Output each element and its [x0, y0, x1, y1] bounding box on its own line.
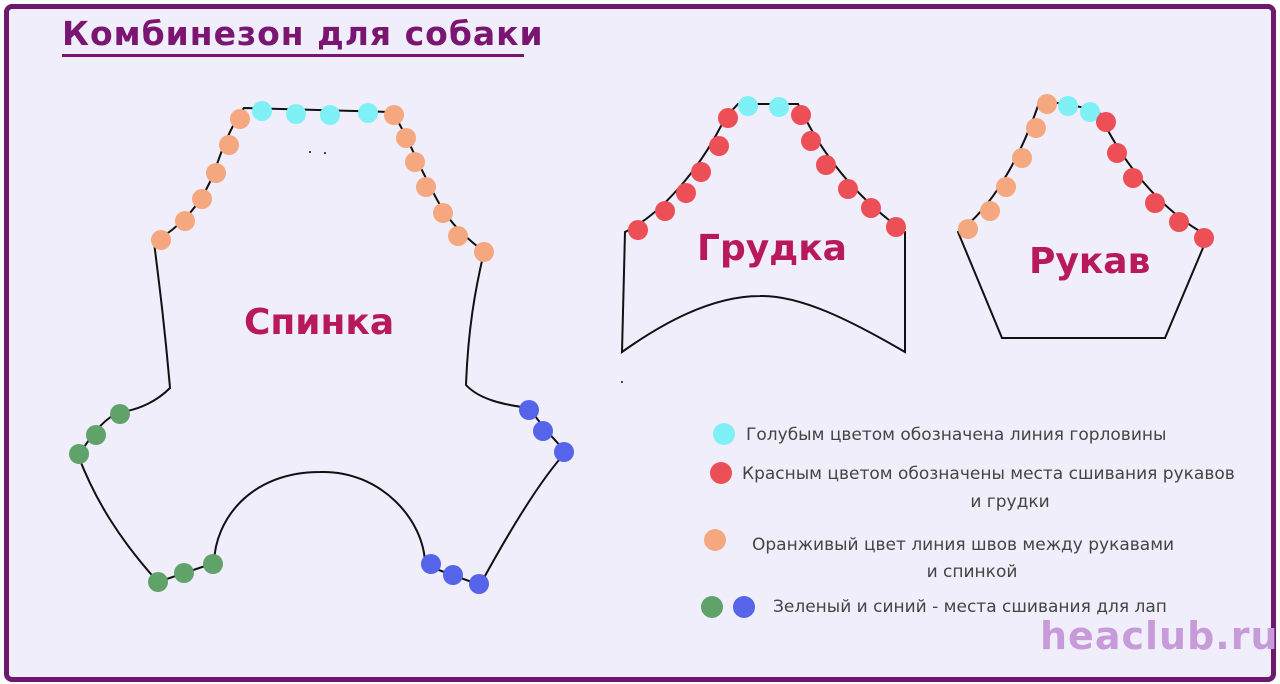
legend-red-text-line2: и грудки [970, 492, 1050, 512]
red-dot [1194, 228, 1214, 248]
legend-orange-text-line1: Оранживый цвет линия швов между рукавами [752, 535, 1175, 555]
sleeve-piece-label: Рукав [1029, 241, 1150, 282]
orange-dot [175, 211, 195, 231]
orange-dot [980, 201, 1000, 221]
back-piece-marks [309, 151, 326, 154]
blue-dot [554, 442, 574, 462]
legend-orange-dot [704, 529, 726, 551]
green-dot [174, 563, 194, 583]
legend-red-text-line1: Красным цветом обозначены места сшивания… [742, 464, 1235, 484]
sleeve-back-seam-dots [151, 94, 1057, 262]
blue-leg-seam-dots [421, 400, 574, 594]
red-dot [628, 220, 648, 240]
neck-dot [358, 103, 378, 123]
neck-dot [769, 97, 789, 117]
green-dot [203, 554, 223, 574]
orange-dot [384, 105, 404, 125]
red-dot [1096, 112, 1116, 132]
red-dot [709, 136, 729, 156]
neck-dot [1058, 96, 1078, 116]
red-dot [886, 217, 906, 237]
orange-dot [958, 219, 978, 239]
neck-dot [286, 104, 306, 124]
red-dot [655, 201, 675, 221]
blue-dot [421, 554, 441, 574]
green-dot [86, 425, 106, 445]
blue-dot [533, 421, 553, 441]
legend-blue-dot [733, 596, 755, 618]
watermark: heaclub.ru [1040, 614, 1279, 658]
red-dot [838, 179, 858, 199]
red-dot [676, 183, 696, 203]
orange-dot [206, 163, 226, 183]
chest-piece-label: Грудка [697, 228, 847, 269]
blue-dot [519, 400, 539, 420]
red-dot [1107, 143, 1127, 163]
orange-dot [1012, 148, 1032, 168]
legend-red-dot [710, 462, 732, 484]
green-dot [148, 572, 168, 592]
orange-dot [448, 226, 468, 246]
legend-neck-dot [713, 423, 735, 445]
orange-dot [219, 135, 239, 155]
red-dot [861, 198, 881, 218]
orange-dot [192, 189, 212, 209]
red-dot [816, 155, 836, 175]
red-dot [718, 108, 738, 128]
back-piece-outline [76, 106, 568, 587]
red-dot [801, 131, 821, 151]
orange-dot [474, 242, 494, 262]
orange-dot [416, 177, 436, 197]
green-dot [69, 444, 89, 464]
neck-dot [1080, 102, 1100, 122]
red-dot [1169, 212, 1189, 232]
chest-mark [621, 381, 623, 383]
orange-dot [230, 109, 250, 129]
orange-dot [1037, 94, 1057, 114]
red-dot [791, 105, 811, 125]
neck-dot [320, 105, 340, 125]
page-title: Комбинезон для собаки [62, 14, 544, 53]
orange-dot [405, 152, 425, 172]
legend-neck-text: Голубым цветом обозначена линия горловин… [746, 425, 1167, 445]
legend-legs-text: Зеленый и синий - места сшивания для лап [773, 597, 1167, 617]
red-dot [691, 162, 711, 182]
orange-dot [1026, 118, 1046, 138]
red-dot [1123, 168, 1143, 188]
legend-green-dot [701, 596, 723, 618]
green-dot [110, 404, 130, 424]
orange-dot [151, 230, 171, 250]
legend-orange-text-line2: и спинкой [926, 562, 1018, 582]
orange-dot [433, 203, 453, 223]
green-leg-seam-dots [69, 404, 223, 592]
blue-dot [469, 574, 489, 594]
blue-dot [443, 565, 463, 585]
sleeve-chest-seam-dots [628, 105, 1214, 248]
orange-dot [396, 128, 416, 148]
title-underline [62, 54, 524, 57]
neck-dot [738, 96, 758, 116]
neck-seam-dots [252, 96, 1100, 125]
chest-piece-outline [620, 103, 906, 354]
orange-dot [996, 177, 1016, 197]
red-dot [1145, 193, 1165, 213]
back-piece-label: Спинка [244, 302, 394, 343]
neck-dot [252, 101, 272, 121]
